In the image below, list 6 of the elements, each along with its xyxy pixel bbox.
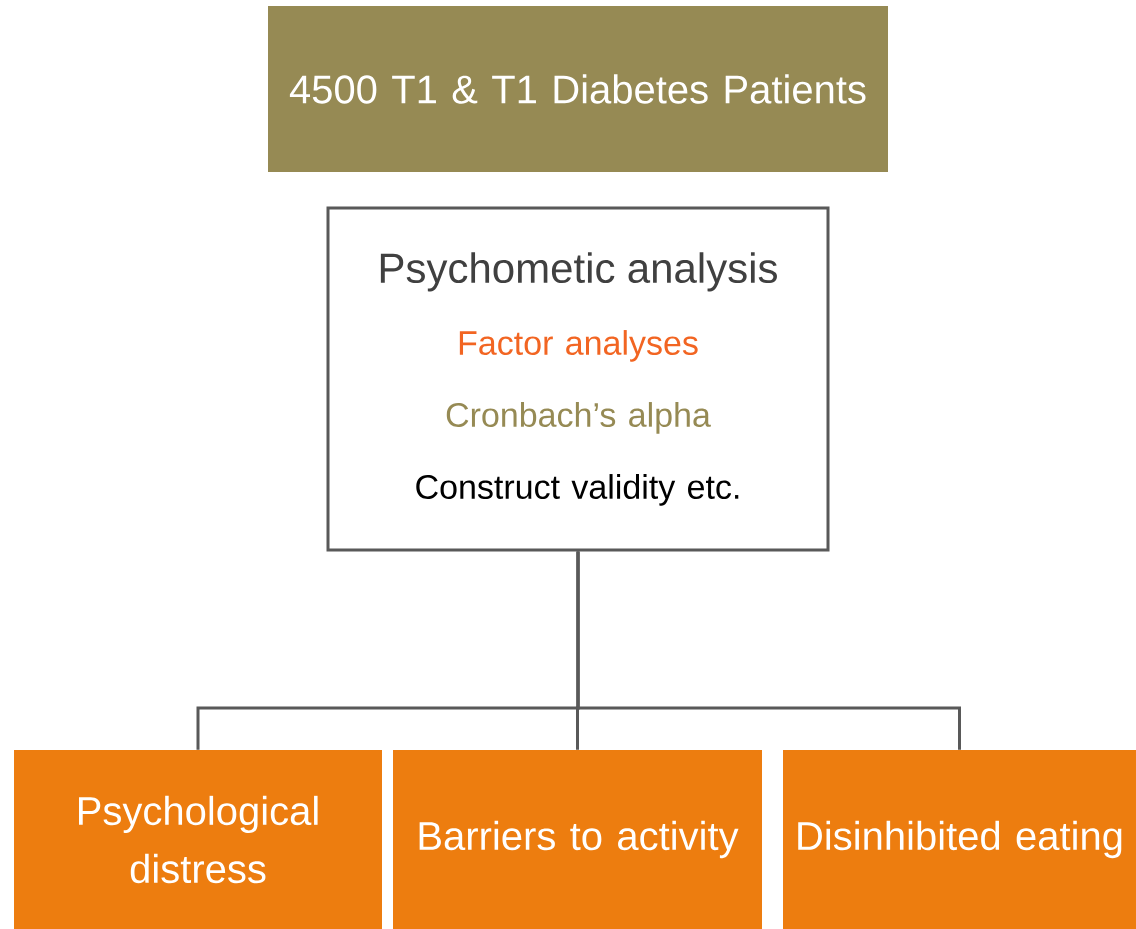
outcome-box: Disinhibited eating [783, 750, 1136, 929]
connector [576, 551, 961, 750]
analysis-box: Psychometic analysis Factor analyses Cronbach’s alpha Construct validity etc. [326, 206, 830, 552]
outcome-box: Psychological distress [14, 750, 382, 929]
title-box: 4500 T1 & T1 Diabetes Patients [268, 6, 888, 172]
outcome-box: Barriers to activity [393, 750, 762, 929]
